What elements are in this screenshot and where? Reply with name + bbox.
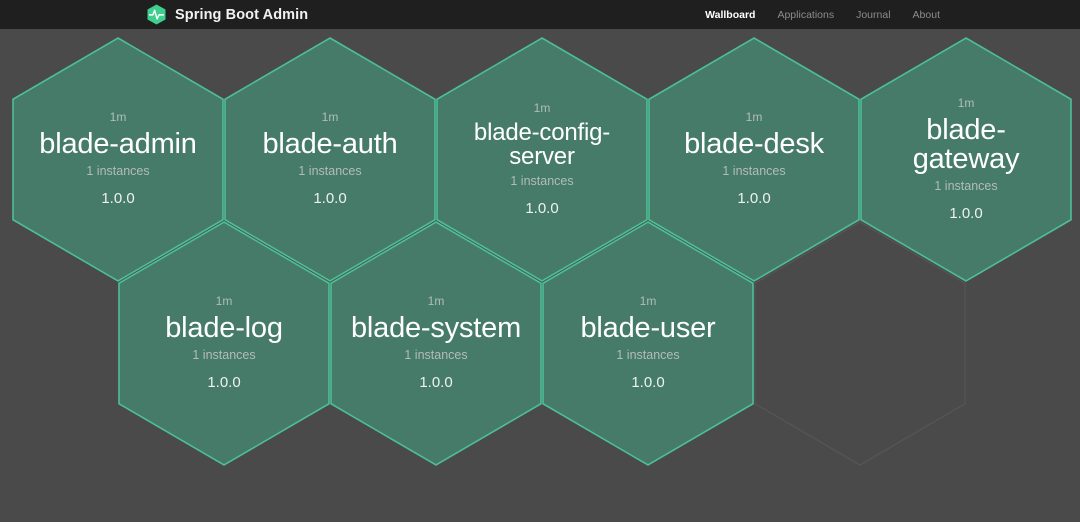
hexagon-shape [224, 37, 436, 282]
nav-link-journal[interactable]: Journal [856, 8, 891, 21]
nav-link-about[interactable]: About [912, 8, 940, 21]
brand-home-link[interactable]: Spring Boot Admin [145, 3, 308, 26]
main-navigation: Wallboard Applications Journal About [705, 9, 940, 21]
top-navbar: Spring Boot Admin Wallboard Applications… [0, 0, 1080, 29]
brand-title: Spring Boot Admin [175, 6, 309, 23]
hexagon-shape [330, 221, 542, 466]
hexagon-shape [754, 221, 966, 466]
heartbeat-hexagon-icon [145, 3, 168, 26]
hexagon-shape [648, 37, 860, 282]
hexagon-shape [12, 37, 224, 282]
hexagon-shape [118, 221, 330, 466]
nav-link-applications[interactable]: Applications [777, 8, 835, 21]
hexagon-shape [860, 37, 1072, 282]
nav-link-wallboard[interactable]: Wallboard [705, 8, 756, 21]
empty-hex-placeholder [754, 221, 966, 466]
hexagon-shape [436, 37, 648, 282]
hexagon-shape [542, 221, 754, 466]
